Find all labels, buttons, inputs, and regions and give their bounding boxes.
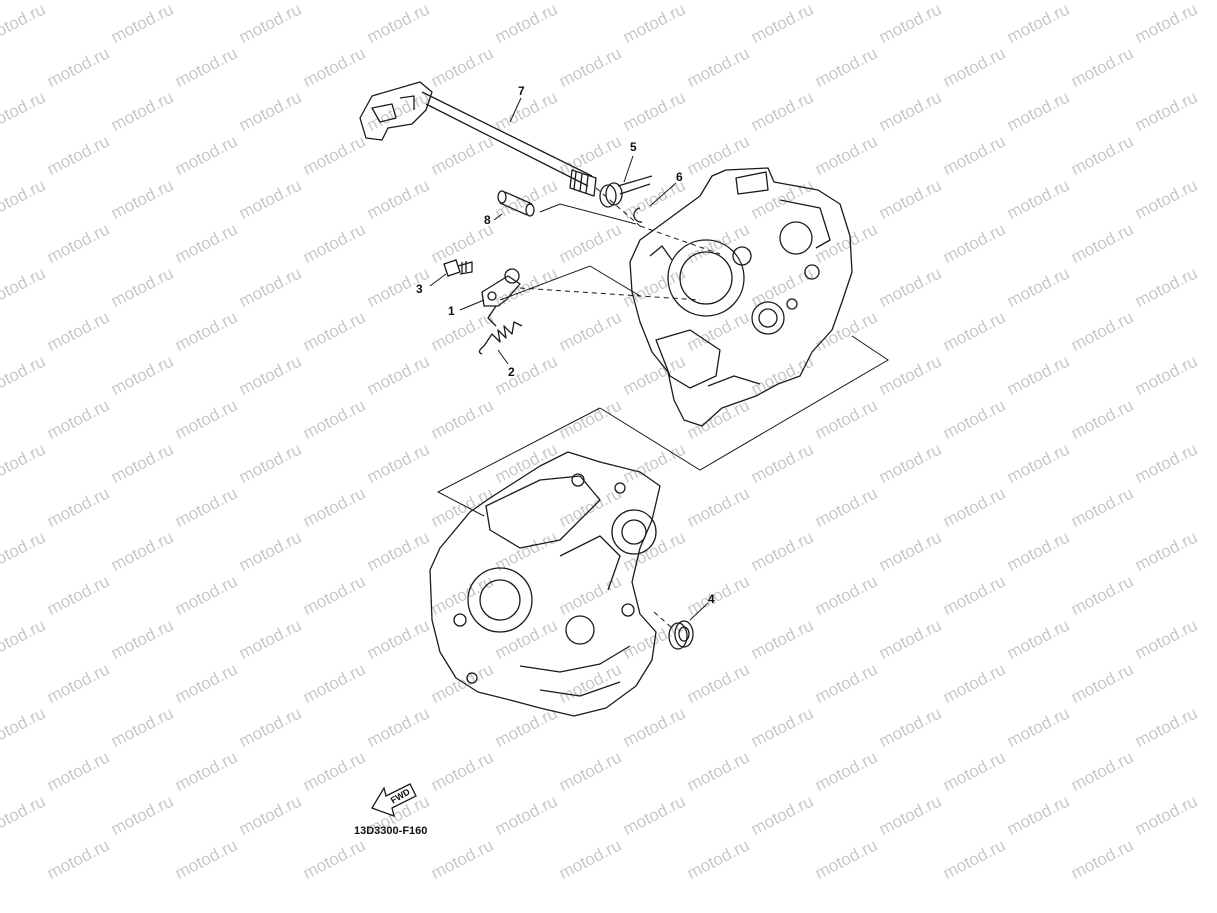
callout-3: 3 bbox=[416, 282, 423, 296]
callout-8: 8 bbox=[484, 213, 491, 227]
oil-seal-4-part bbox=[668, 620, 694, 650]
left-crankcase-part bbox=[429, 451, 661, 717]
leader-lines bbox=[429, 97, 889, 629]
spring-2-part bbox=[478, 321, 523, 355]
diagram-code: 13D3300-F160 bbox=[354, 825, 428, 837]
callout-7: 7 bbox=[518, 84, 525, 98]
callout-6: 6 bbox=[676, 170, 683, 184]
shift-shaft-part bbox=[359, 81, 597, 197]
callout-1: 1 bbox=[448, 304, 455, 318]
callout-5: 5 bbox=[630, 140, 637, 154]
pin-8-part bbox=[497, 190, 535, 217]
stopper-lever-1-part bbox=[481, 268, 521, 327]
spring-5-part bbox=[599, 175, 653, 208]
right-crankcase-part bbox=[629, 167, 853, 427]
callout-4: 4 bbox=[708, 592, 715, 606]
callout-2: 2 bbox=[508, 365, 515, 379]
fwd-arrow-icon bbox=[371, 783, 417, 818]
bolt-3-part bbox=[443, 259, 473, 277]
circlip-6-part bbox=[633, 207, 643, 223]
